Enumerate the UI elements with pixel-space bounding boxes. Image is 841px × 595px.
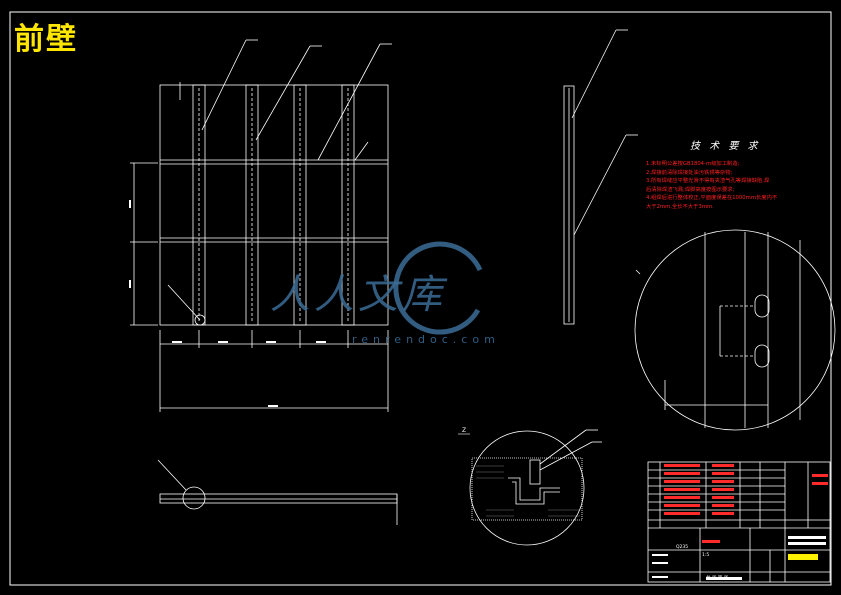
front-view — [130, 39, 392, 412]
title-block — [647, 461, 831, 583]
front-panel-outline — [159, 84, 389, 326]
column-3 — [293, 84, 307, 326]
tech-note: 3.所有焊缝应平整光滑不得有夹渣气孔等焊接缺陷,焊 — [646, 178, 770, 185]
title-block-scale: 1:5 — [702, 553, 710, 558]
sheet-border — [9, 11, 832, 586]
title-block-name: 前壁 — [790, 556, 800, 561]
column-1 — [192, 84, 206, 326]
tech-note: 1.未标明公差按GB1804-m级加工制造; — [646, 161, 740, 167]
tech-note: 后清除焊渣飞溅;焊脚高度按图示要求; — [646, 186, 735, 193]
column-4 — [341, 84, 355, 326]
title-block-sheet: 共 张 第 张 — [706, 576, 729, 581]
hatch-lines — [476, 465, 580, 517]
watermark-text: 人人文库 — [270, 272, 446, 318]
title-block-marks — [652, 536, 826, 580]
drawing-name-highlight — [788, 554, 818, 560]
watermark-logo — [393, 241, 483, 335]
bottom-section-view — [157, 459, 398, 525]
drawing-title: 前壁 — [14, 22, 78, 57]
tech-note: 4.组焊后进行整体校正,平面度误差在1000mm长度内不 — [646, 195, 778, 202]
detail-circle-right — [634, 229, 836, 431]
section-label: Z — [462, 427, 466, 434]
side-view — [563, 29, 638, 325]
watermark-url: renrendoc.com — [352, 333, 500, 346]
section-detail-circle — [469, 429, 602, 546]
dim-marks — [129, 200, 326, 407]
tech-requirements-notes: 1.未标明公差按GB1804-m级加工制造; 2.焊接前清除焊接处油污铁锈等杂物… — [646, 160, 831, 212]
parts-list-entries — [664, 464, 828, 543]
tech-requirements-title: 技 术 要 求 — [690, 141, 761, 152]
section-hatching — [478, 462, 500, 476]
tech-note: 2.焊接前清除焊接处油污铁锈等杂物; — [646, 169, 733, 176]
tech-note: 大于2mm,全长不大于3mm. — [646, 203, 714, 210]
column-2 — [245, 84, 259, 326]
title-block-material: Q235 — [676, 545, 689, 550]
